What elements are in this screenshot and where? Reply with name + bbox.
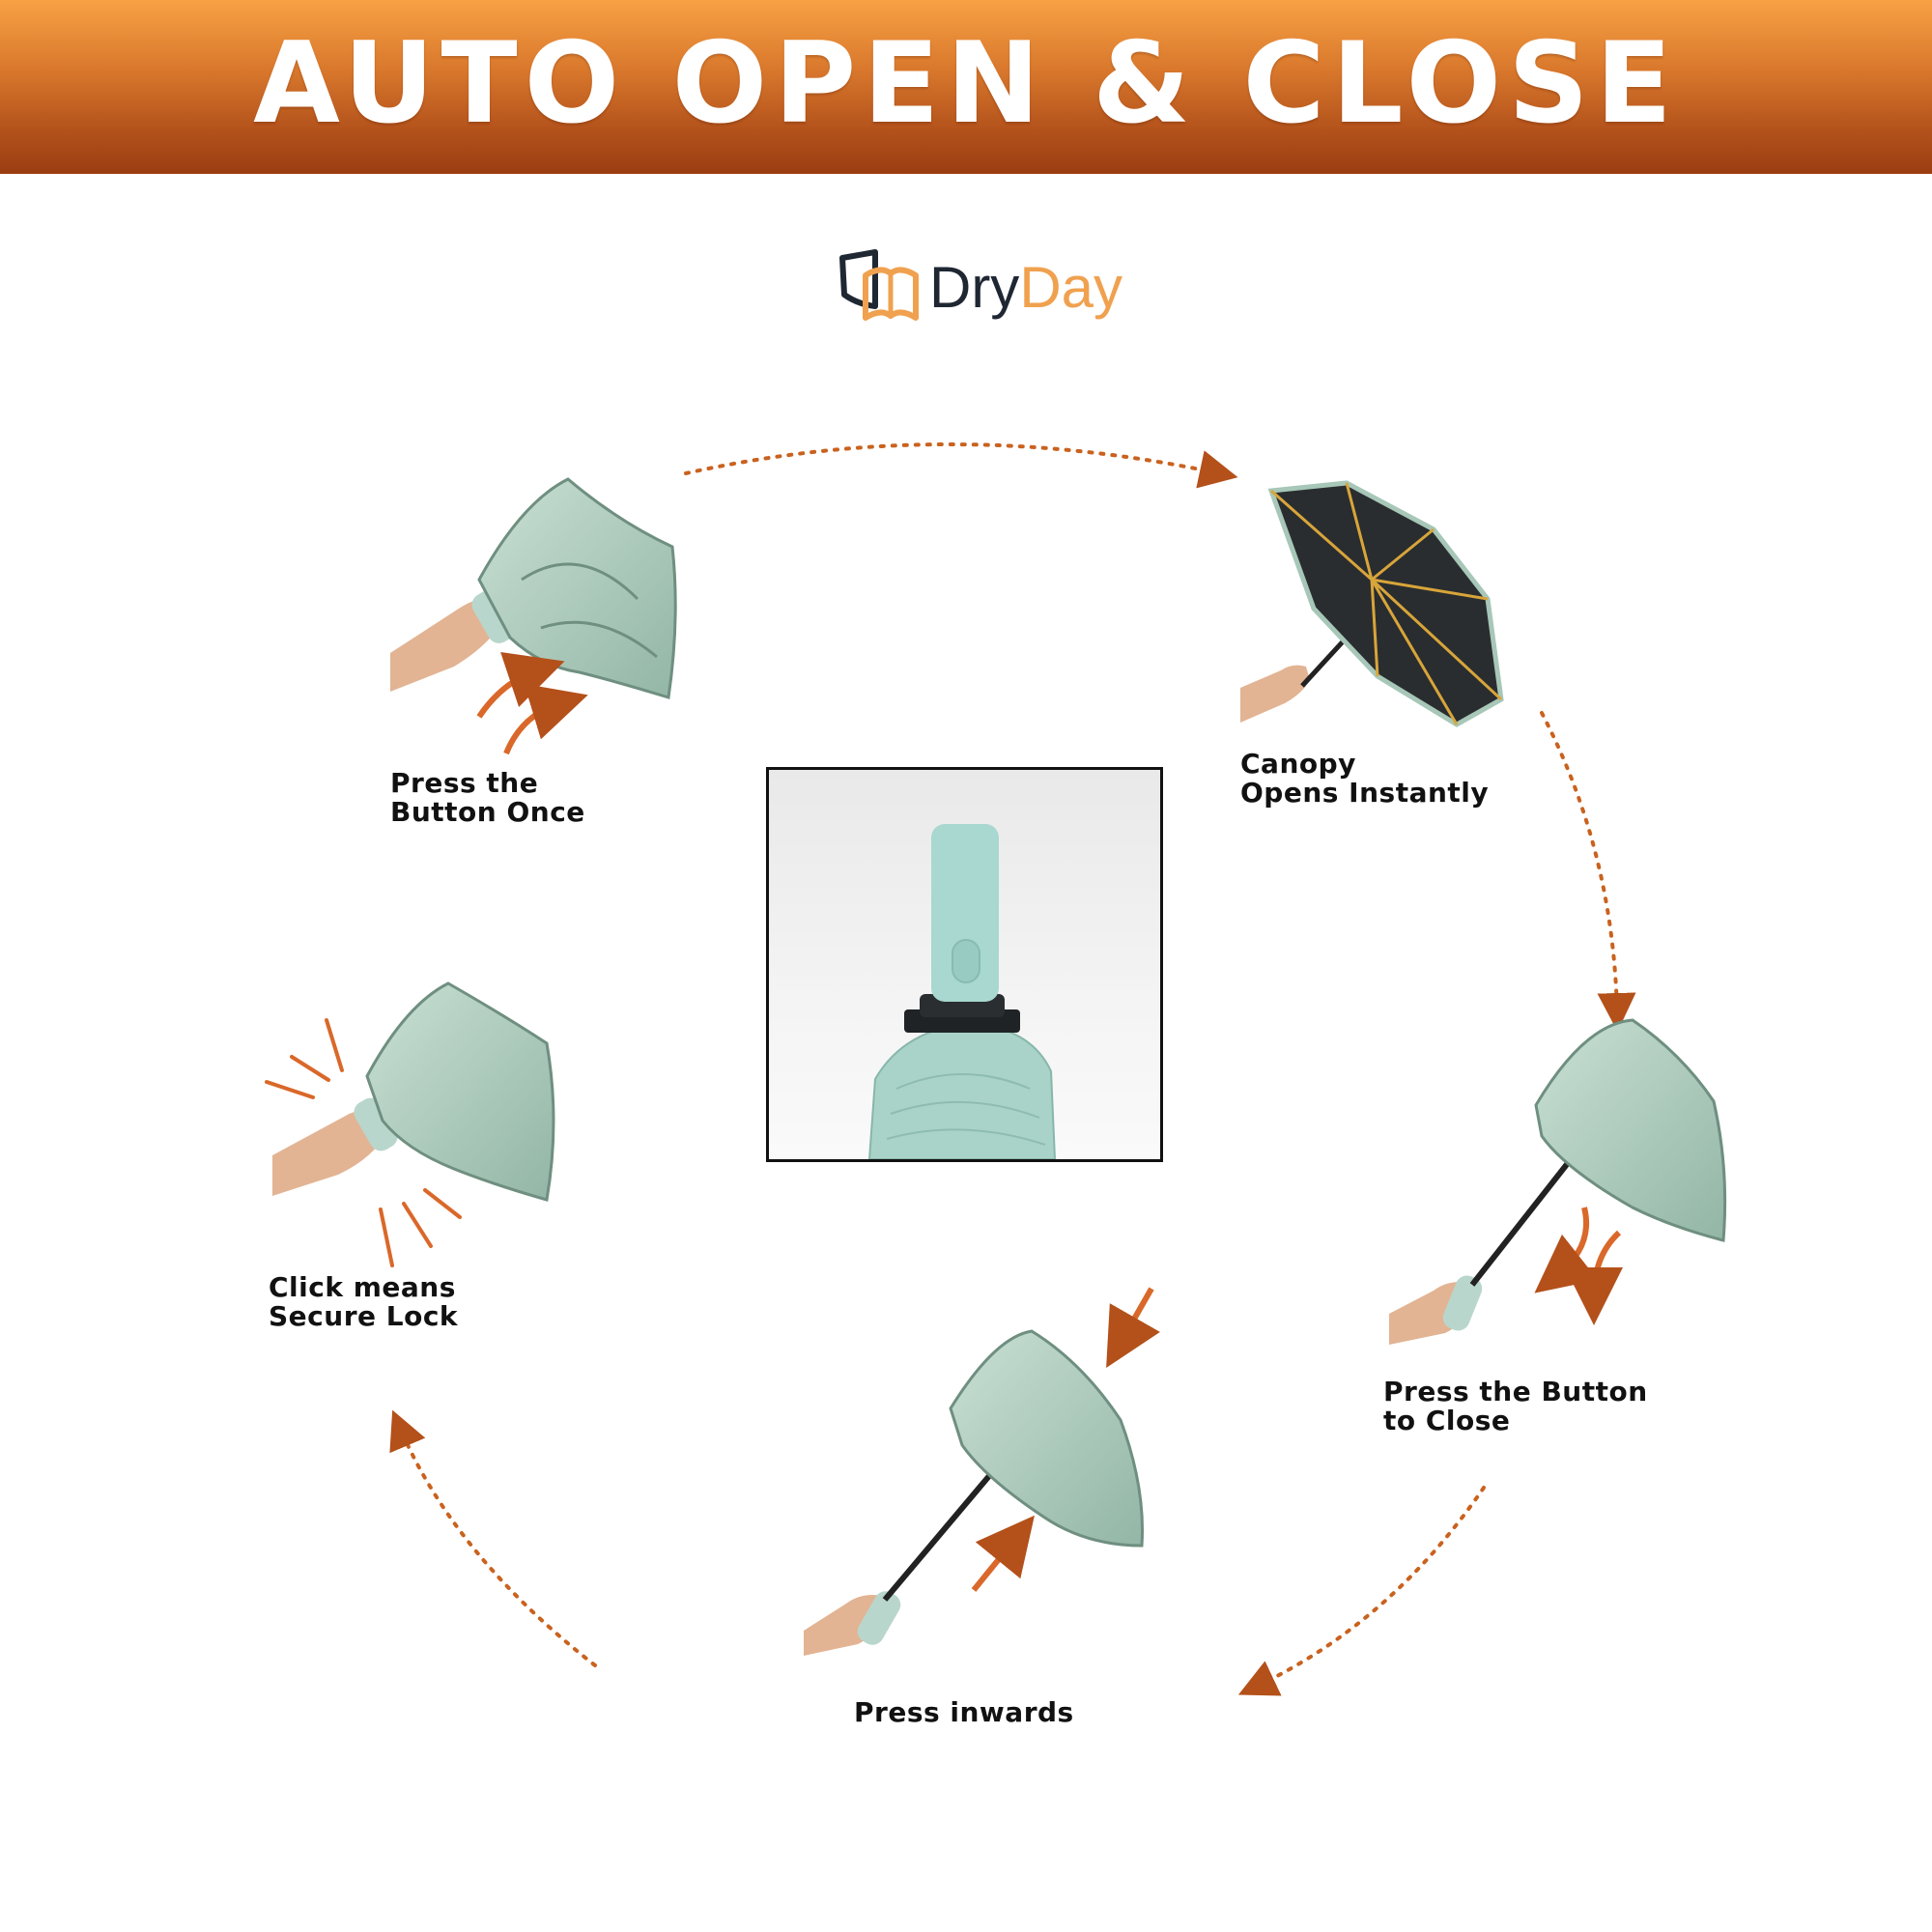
step-label-press-to-close: Press the Button to Close bbox=[1383, 1378, 1648, 1435]
label-line: Secure Lock bbox=[269, 1300, 459, 1332]
press-arrow-icon bbox=[476, 652, 565, 719]
label-line: to Close bbox=[1383, 1405, 1511, 1436]
label-line: Press inwards bbox=[854, 1696, 1074, 1728]
label-line: Click means bbox=[269, 1271, 456, 1303]
product-closeup-image bbox=[766, 767, 1163, 1162]
header-banner: AUTO OPEN & CLOSE bbox=[0, 0, 1932, 174]
brand-name-dry: Dry bbox=[929, 254, 1020, 320]
umbrella-step-2 bbox=[1240, 480, 1504, 727]
umbrella-shaft bbox=[882, 1463, 1002, 1602]
hand-arm bbox=[390, 599, 502, 692]
label-line: Press the Button bbox=[1383, 1376, 1648, 1407]
inward-arrow-icon bbox=[1106, 1287, 1160, 1369]
flow-arrow-right bbox=[1540, 711, 1636, 1032]
brand-name-day: Day bbox=[1019, 254, 1123, 320]
umbrella-shaft bbox=[1469, 1148, 1581, 1287]
umbrella-step-3 bbox=[1389, 1018, 1727, 1345]
umbrella-step-4 bbox=[804, 1287, 1160, 1656]
click-burst-icon bbox=[265, 1018, 462, 1267]
down-arrow-icon-2 bbox=[1565, 1230, 1624, 1325]
brand-wordmark: DryDay bbox=[929, 254, 1122, 321]
umbrella-step-1 bbox=[390, 477, 677, 755]
flow-arrow-bottom-right bbox=[1237, 1486, 1486, 1696]
flow-arrow-top bbox=[684, 442, 1238, 489]
umbrella-handle bbox=[354, 1097, 398, 1151]
open-close-button-icon bbox=[952, 939, 980, 983]
closed-umbrella-illustration bbox=[867, 824, 1057, 1159]
label-line: Press the bbox=[390, 767, 539, 799]
label-line: Canopy bbox=[1240, 748, 1356, 780]
hand-arm bbox=[804, 1595, 889, 1656]
step-label-secure-lock: Click means Secure Lock bbox=[269, 1273, 458, 1331]
inward-arrow-icon-2 bbox=[971, 1515, 1035, 1592]
down-arrow-icon bbox=[1534, 1207, 1599, 1293]
label-line: Opens Instantly bbox=[1240, 777, 1490, 809]
hand-arm bbox=[1240, 665, 1310, 723]
umbrella-canopy bbox=[365, 981, 555, 1202]
label-line: Button Once bbox=[390, 796, 585, 828]
step-label-opens-instantly: Canopy Opens Instantly bbox=[1240, 750, 1489, 808]
umbrella-canopy bbox=[1534, 1018, 1727, 1242]
canopy-fold bbox=[521, 562, 658, 659]
hand-arm bbox=[272, 1109, 384, 1196]
step-label-press-once: Press the Button Once bbox=[390, 769, 585, 827]
umbrella-handle bbox=[1442, 1275, 1483, 1331]
canopy-ribs bbox=[1270, 482, 1503, 725]
shield-book-icon bbox=[839, 249, 919, 321]
step-label-press-inwards: Press inwards bbox=[854, 1698, 1074, 1727]
brand-logo: DryDay bbox=[837, 243, 1155, 330]
umbrella-handle bbox=[931, 824, 999, 1002]
press-arrow-icon-2 bbox=[503, 683, 588, 755]
banner-title: AUTO OPEN & CLOSE bbox=[253, 18, 1679, 149]
umbrella-handle bbox=[857, 1591, 901, 1645]
umbrella-canopy bbox=[949, 1329, 1144, 1548]
flow-arrow-bottom-left bbox=[389, 1409, 597, 1667]
umbrella-step-5 bbox=[265, 981, 555, 1267]
umbrella-canopy bbox=[477, 477, 677, 699]
